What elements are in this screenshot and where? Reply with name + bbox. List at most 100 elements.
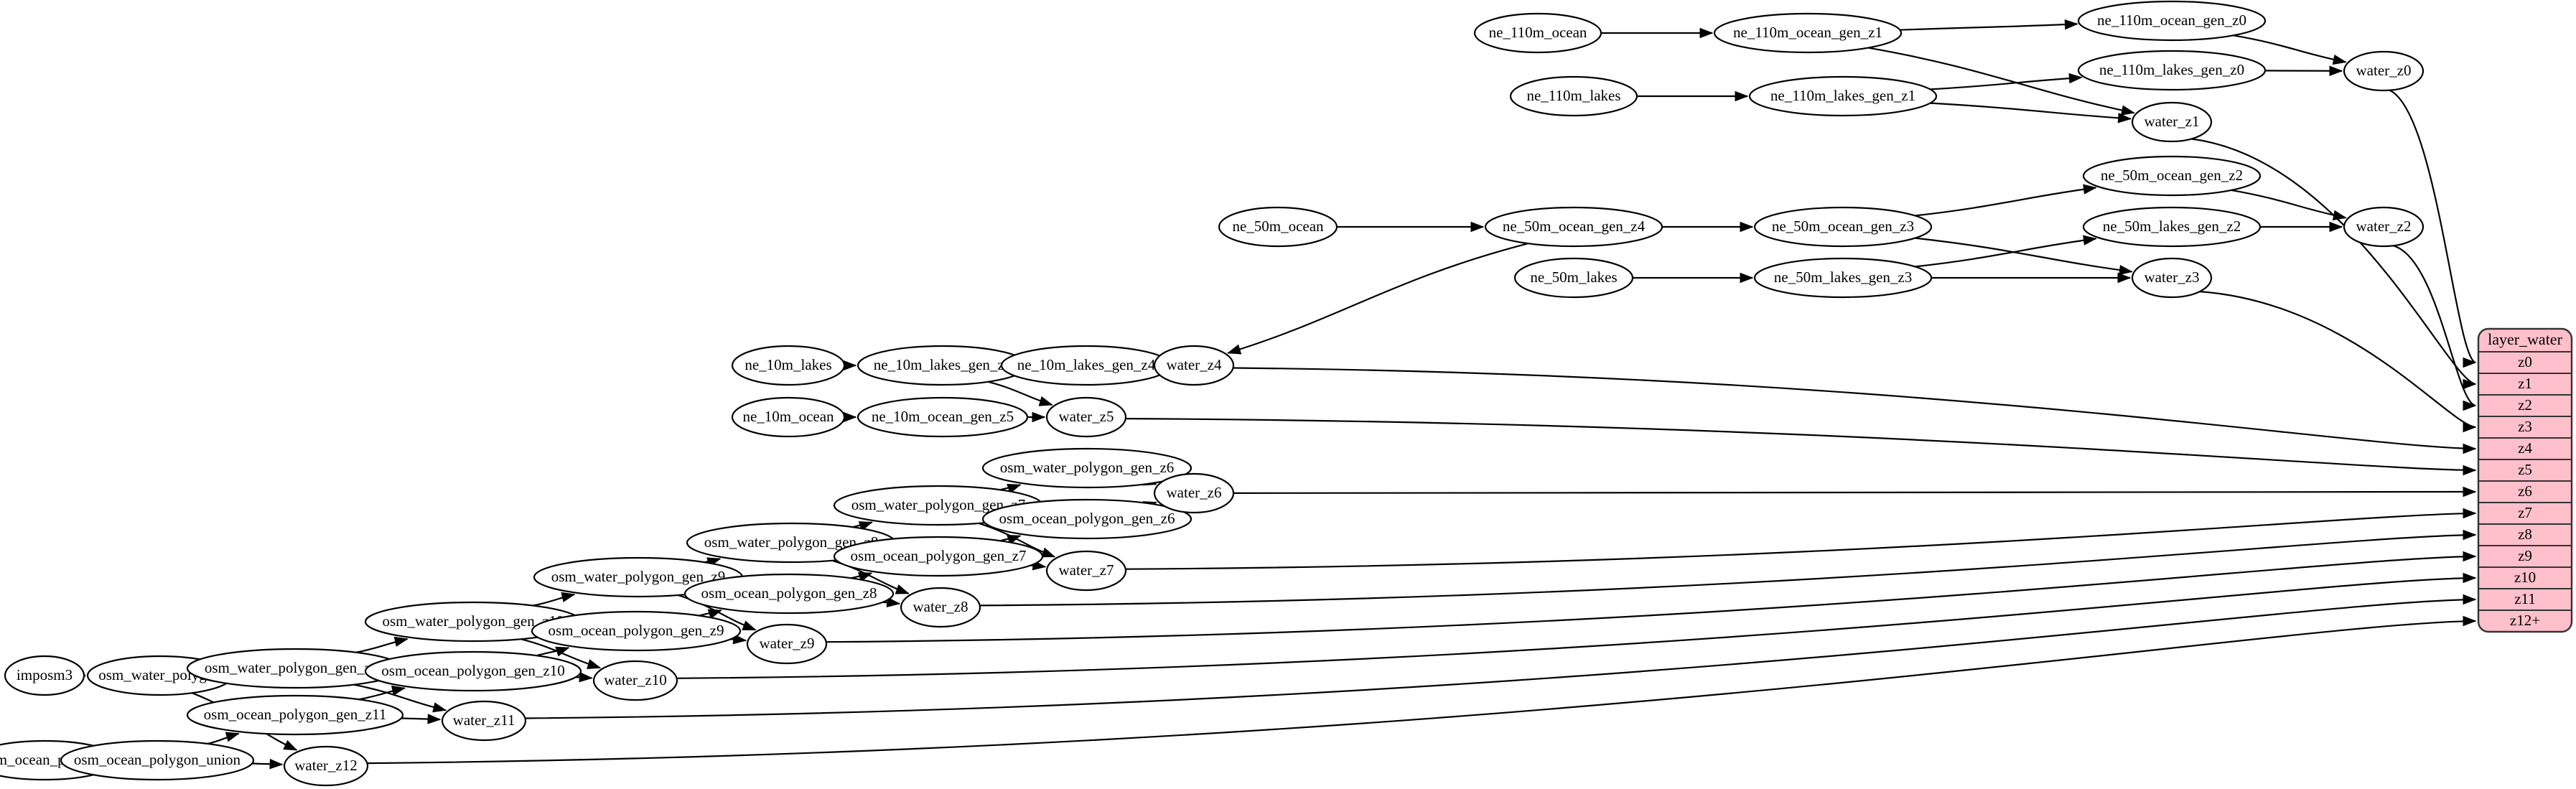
graph-node-ne-110m-ocean[interactable]: ne_110m_ocean — [1473, 12, 1602, 54]
graph-node-ne-50m-lakes-gen-z2[interactable]: ne_50m_lakes_gen_z2 — [2082, 206, 2262, 248]
graph-edge — [1915, 238, 2096, 268]
node-ellipse — [283, 745, 369, 787]
graph-node-ne-110m-ocean-gen-z1[interactable]: ne_110m_ocean_gen_z1 — [1713, 12, 1903, 54]
node-label: ne_50m_lakes_gen_z3 — [1774, 269, 1912, 286]
edge-arrowhead — [886, 597, 901, 607]
node-ellipse — [1509, 75, 1638, 117]
graph-node-osm-ocean-polygon-gen-z6[interactable]: osm_ocean_polygon_gen_z6 — [981, 498, 1193, 540]
graph-node-osm-ocean-polygon-gen-z10[interactable]: osm_ocean_polygon_gen_z10 — [364, 650, 582, 692]
node-ellipse — [2077, 0, 2267, 42]
graph-node-water-z5[interactable]: water_z5 — [1045, 396, 1127, 438]
node-label: osm_ocean_polygon_gen_z10 — [381, 662, 564, 679]
edge-arrowhead — [843, 411, 857, 423]
table-row[interactable] — [2478, 566, 2572, 589]
node-label: ne_50m_ocean_gen_z3 — [1772, 218, 1914, 235]
graph-edge-to-layer — [525, 598, 2476, 719]
graph-node-water-z2[interactable]: water_z2 — [2343, 206, 2425, 248]
edge-arrowhead — [843, 360, 857, 371]
graph-node-osm-water-polygon-gen-z10[interactable]: osm_water_polygon_gen_z10 — [364, 601, 582, 643]
graph-node-ne-50m-ocean[interactable]: ne_50m_ocean — [1218, 206, 1338, 248]
edge-arrowhead — [707, 609, 722, 620]
edge-arrowhead — [2463, 486, 2477, 498]
graph-node-ne-110m-lakes[interactable]: ne_110m_lakes — [1509, 75, 1638, 117]
edges-layer — [57, 19, 2477, 770]
node-ellipse — [2131, 101, 2213, 143]
node-ellipse — [981, 498, 1193, 540]
graph-node-ne-10m-lakes-gen-z4[interactable]: ne_10m_lakes_gen_z4 — [1000, 345, 1172, 386]
graph-edge — [1930, 102, 2131, 120]
node-ellipse — [683, 573, 895, 615]
graph-node-water-z9[interactable]: water_z9 — [746, 623, 828, 665]
graph-node-water-z6[interactable]: water_z6 — [1153, 472, 1235, 514]
node-ellipse — [981, 447, 1193, 489]
node-ellipse — [1473, 12, 1602, 54]
graph-node-ne-50m-lakes-gen-z3[interactable]: ne_50m_lakes_gen_z3 — [1753, 257, 1933, 299]
graph-edge-to-layer — [826, 555, 2476, 643]
node-ellipse — [60, 739, 255, 781]
graph-node-water-z8[interactable]: water_z8 — [900, 587, 981, 628]
graph-node-osm-ocean-polygon-union[interactable]: osm_ocean_polygon_union — [60, 739, 255, 781]
node-label: osm_water_polygon_gen_z11 — [205, 659, 386, 676]
graph-node-ne-110m-ocean-gen-z0[interactable]: ne_110m_ocean_gen_z0 — [2077, 0, 2267, 42]
edge-arrowhead — [283, 739, 298, 751]
graph-node-osm-ocean-polygon-gen-z11[interactable]: osm_ocean_polygon_gen_z11 — [186, 694, 404, 736]
graph-node-osm-ocean-polygon-gen-z8[interactable]: osm_ocean_polygon_gen_z8 — [683, 573, 895, 615]
graph-node-water-z4[interactable]: water_z4 — [1153, 345, 1235, 386]
edge-arrowhead — [2463, 572, 2477, 584]
edge-arrowhead — [2119, 264, 2133, 276]
graph-node-osm-ocean-polygon-gen-z9[interactable]: osm_ocean_polygon_gen_z9 — [531, 610, 742, 652]
graph-edge — [1867, 47, 2134, 114]
graph-edge-to-layer — [2393, 245, 2476, 407]
graph-node-osm-ocean-polygon-gen-z7[interactable]: osm_ocean_polygon_gen_z7 — [833, 536, 1044, 577]
edge-arrowhead — [1699, 27, 1714, 39]
graph-edge-to-layer — [979, 533, 2476, 607]
edge-arrowhead — [1735, 90, 1749, 102]
node-label: water_z0 — [2356, 62, 2412, 79]
graph-node-ne-110m-lakes-gen-z1[interactable]: ne_110m_lakes_gen_z1 — [1748, 75, 1938, 117]
node-label: ne_50m_lakes — [1530, 269, 1617, 286]
edge-arrowhead — [2083, 235, 2097, 246]
graph-node-water-z0[interactable]: water_z0 — [2343, 50, 2425, 92]
node-ellipse — [2077, 50, 2267, 91]
graph-node-osm-water-polygon-gen-z6[interactable]: osm_water_polygon_gen_z6 — [981, 447, 1193, 489]
table-title: layer_water — [2488, 330, 2562, 348]
graph-node-ne-10m-lakes-gen-z5[interactable]: ne_10m_lakes_gen_z5 — [857, 345, 1029, 386]
node-label: ne_110m_lakes_gen_z0 — [2099, 61, 2244, 78]
graph-node-water-z3[interactable]: water_z3 — [2131, 257, 2213, 299]
table-row[interactable] — [2478, 523, 2572, 546]
graph-edge-to-layer — [1233, 490, 2476, 494]
graph-node-ne-50m-ocean-gen-z2[interactable]: ne_50m_ocean_gen_z2 — [2082, 155, 2262, 197]
graph-node-water-z1[interactable]: water_z1 — [2131, 101, 2213, 143]
graph-node-ne-10m-ocean[interactable]: ne_10m_ocean — [731, 396, 846, 438]
graph-node-ne-50m-ocean-gen-z4[interactable]: ne_50m_ocean_gen_z4 — [1484, 206, 1663, 248]
node-ellipse — [1513, 257, 1634, 299]
graph-node-water-z11[interactable]: water_z11 — [441, 700, 527, 742]
graph-node-ne-10m-lakes[interactable]: ne_10m_lakes — [731, 345, 846, 386]
table-row[interactable] — [2478, 588, 2572, 611]
graph-node-ne-50m-ocean-gen-z3[interactable]: ne_50m_ocean_gen_z3 — [1753, 206, 1933, 248]
graph-node-water-z7[interactable]: water_z7 — [1045, 550, 1127, 592]
table-row[interactable] — [2478, 459, 2572, 482]
table-row[interactable] — [2478, 610, 2572, 632]
graph-node-imposm3[interactable]: imposm3 — [4, 655, 85, 696]
edge-arrowhead — [579, 671, 593, 683]
graph-edge-to-layer — [367, 620, 2476, 765]
node-label: water_z1 — [2145, 113, 2200, 130]
graph-node-water-z10[interactable]: water_z10 — [592, 660, 678, 701]
table-row-label: z4 — [2518, 439, 2532, 457]
edge-arrowhead — [2329, 65, 2343, 76]
edge-arrowhead — [2463, 400, 2477, 411]
graph-node-ne-110m-lakes-gen-z0[interactable]: ne_110m_lakes_gen_z0 — [2077, 50, 2267, 91]
node-label: ne_10m_lakes_gen_z5 — [874, 356, 1012, 373]
graph-node-ne-50m-lakes[interactable]: ne_50m_lakes — [1513, 257, 1634, 299]
graph-node-water-z12[interactable]: water_z12 — [283, 745, 369, 787]
node-ellipse — [1153, 345, 1235, 386]
node-ellipse — [1748, 75, 1938, 117]
node-ellipse — [746, 623, 828, 665]
graph-node-ne-10m-ocean-gen-z5[interactable]: ne_10m_ocean_gen_z5 — [857, 396, 1029, 438]
graph-node-osm-water-polygon-gen-z11[interactable]: osm_water_polygon_gen_z11 — [186, 648, 404, 689]
node-label: ne_50m_ocean — [1232, 218, 1324, 235]
table-row-label: z7 — [2518, 504, 2532, 521]
